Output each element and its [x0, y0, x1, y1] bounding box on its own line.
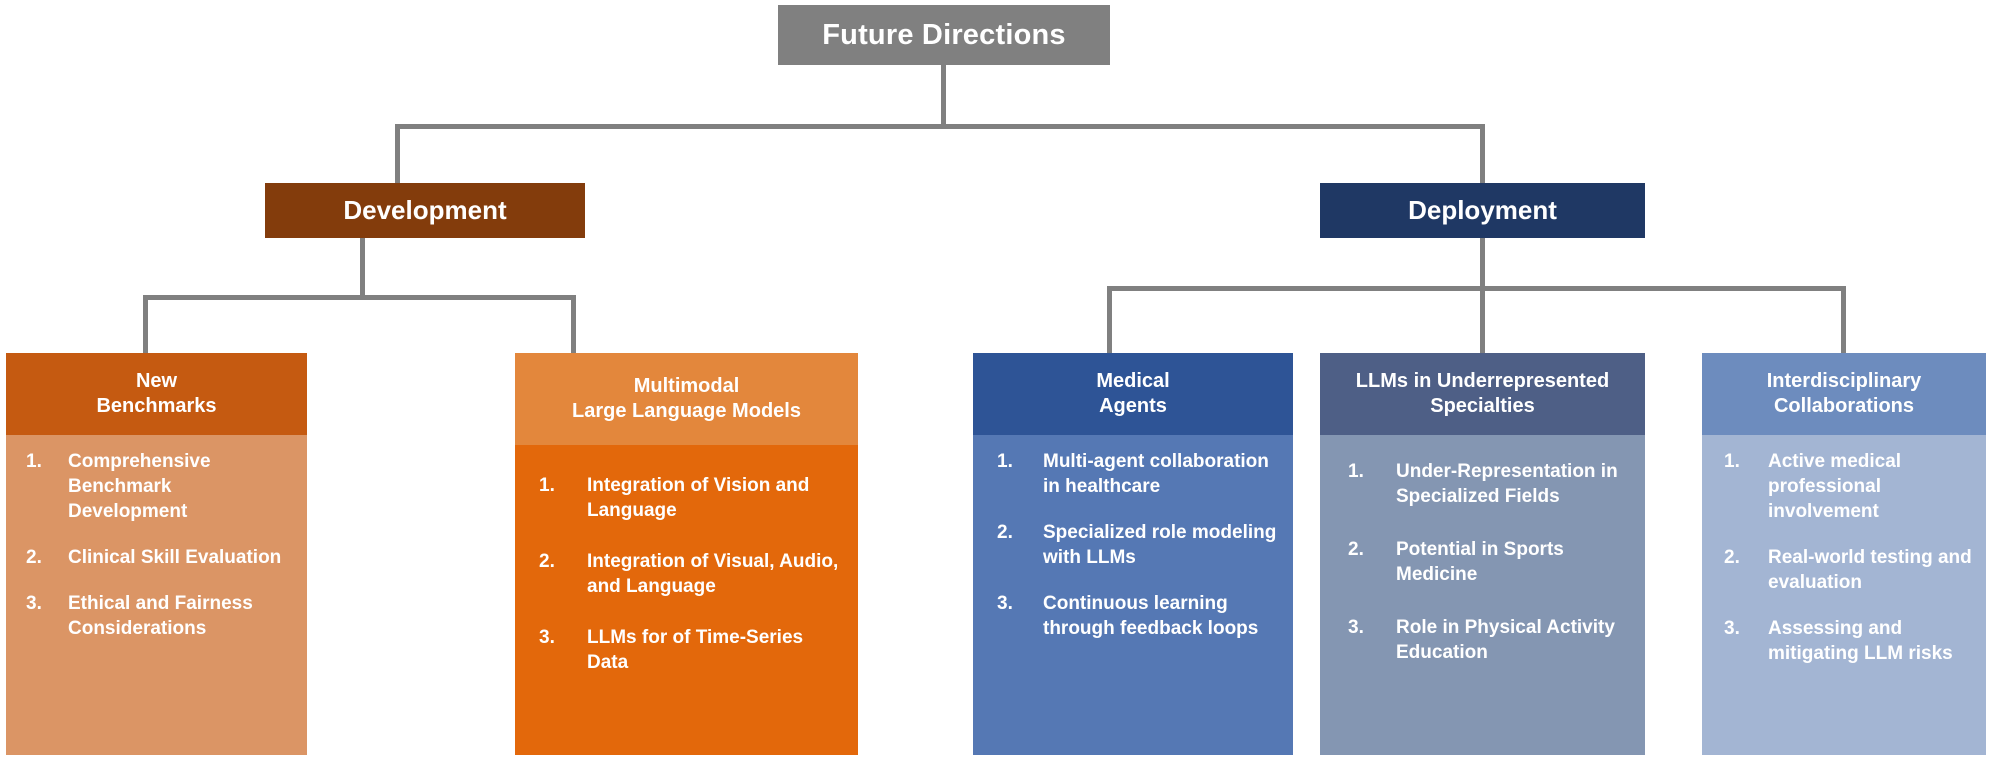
card-llms-in-underrepresented-specialties[interactable]: LLMs in Underrepresented Specialties 1. … [1320, 353, 1645, 755]
list-item[interactable]: 1. Comprehensive Benchmark Development [26, 449, 293, 524]
connector-development-bus [143, 295, 576, 300]
card-medical-agents-header: Medical Agents [973, 353, 1293, 435]
list-item-text: Integration of Visual, Audio, and Langua… [587, 551, 839, 597]
list-item-number: 2. [997, 522, 1013, 543]
branch-node-development[interactable]: Development [265, 183, 585, 238]
card-interdisciplinary-body: 1. Active medical professional involveme… [1702, 435, 1986, 755]
branch-node-deployment-label: Deployment [1408, 195, 1557, 225]
connector-drop-development [395, 124, 400, 184]
card-medical-agents[interactable]: Medical Agents 1. Multi-agent collaborat… [973, 353, 1293, 755]
card-underrepresented-title-line-1: LLMs in Underrepresented [1355, 370, 1610, 392]
list-item[interactable]: 3. Ethical and Fairness Considerations [26, 591, 293, 641]
card-new-benchmarks-list: 1. Comprehensive Benchmark Development 2… [26, 449, 293, 641]
list-item[interactable]: 2. Clinical Skill Evaluation [26, 545, 293, 570]
card-multimodal-title-line-2: Large Language Models [572, 400, 801, 422]
connector-development-stem [360, 238, 365, 298]
list-item-number: 1. [539, 475, 555, 496]
card-new-benchmarks-title-line-2: Benchmarks [96, 395, 217, 417]
card-new-benchmarks-header: New Benchmarks [6, 353, 307, 435]
list-item-text: Role in Physical Activity Education [1396, 617, 1615, 663]
root-node-future-directions[interactable]: Future Directions [778, 5, 1110, 65]
card-new-benchmarks-title-line-1: New [135, 370, 178, 392]
list-item-number: 2. [1724, 547, 1740, 568]
connector-deployment-bus [1107, 286, 1846, 291]
card-interdisciplinary-title-line-1: Interdisciplinary [1766, 370, 1922, 392]
card-multimodal-title-line-1: Multimodal [633, 375, 740, 397]
card-medical-agents-body: 1. Multi-agent collaboration in healthca… [973, 435, 1293, 755]
connector-top-bus [395, 124, 1485, 129]
card-underrepresented-header: LLMs in Underrepresented Specialties [1320, 353, 1645, 435]
list-item-number: 3. [539, 627, 555, 648]
list-item-text: Potential in Sports Medicine [1396, 539, 1564, 585]
card-multimodal-list: 1. Integration of Vision and Language 2.… [539, 473, 844, 675]
list-item-text: Comprehensive Benchmark Development [68, 451, 211, 522]
list-item-text: Active medical professional involvement [1768, 451, 1902, 522]
list-item[interactable]: 3. Continuous learning through feedback … [997, 591, 1281, 641]
list-item-number: 2. [26, 547, 42, 568]
list-item-text: Real-world testing and evaluation [1768, 547, 1972, 593]
list-item[interactable]: 1. Active medical professional involveme… [1724, 449, 1976, 524]
list-item-number: 3. [1724, 618, 1740, 639]
list-item-number: 3. [26, 593, 42, 614]
list-item-number: 3. [997, 593, 1013, 614]
connector-drop-deployment [1480, 124, 1485, 184]
card-underrepresented-list: 1. Under-Representation in Specialized F… [1348, 459, 1635, 665]
list-item-number: 3. [1348, 617, 1364, 638]
list-item-number: 1. [1724, 451, 1740, 472]
list-item[interactable]: 2. Potential in Sports Medicine [1348, 537, 1635, 587]
list-item-text: LLMs for of Time-Series Data [587, 627, 804, 673]
list-item[interactable]: 1. Integration of Vision and Language [539, 473, 844, 523]
card-new-benchmarks[interactable]: New Benchmarks 1. Comprehensive Benchmar… [6, 353, 307, 755]
card-interdisciplinary-header: Interdisciplinary Collaborations [1702, 353, 1986, 435]
card-medical-agents-list: 1. Multi-agent collaboration in healthca… [997, 449, 1281, 641]
branch-node-development-label: Development [343, 195, 507, 225]
list-item-text: Integration of Vision and Language [587, 475, 810, 521]
list-item[interactable]: 3. Assessing and mitigating LLM risks [1724, 616, 1976, 666]
list-item[interactable]: 2. Integration of Visual, Audio, and Lan… [539, 549, 844, 599]
card-medical-agents-title-line-2: Agents [1099, 395, 1167, 417]
root-node-label: Future Directions [822, 18, 1066, 51]
card-interdisciplinary-list: 1. Active medical professional involveme… [1724, 449, 1976, 666]
list-item[interactable]: 1. Multi-agent collaboration in healthca… [997, 449, 1281, 499]
list-item[interactable]: 2. Real-world testing and evaluation [1724, 545, 1976, 595]
list-item[interactable]: 3. Role in Physical Activity Education [1348, 615, 1635, 665]
list-item-text: Ethical and Fairness Considerations [68, 593, 253, 639]
list-item-text: Continuous learning through feedback loo… [1043, 593, 1259, 639]
card-underrepresented-body: 1. Under-Representation in Specialized F… [1320, 435, 1645, 755]
branch-node-deployment[interactable]: Deployment [1320, 183, 1645, 238]
card-underrepresented-title-line-2: Specialties [1430, 395, 1535, 417]
card-interdisciplinary-title-line-2: Collaborations [1773, 395, 1914, 417]
card-interdisciplinary-collaborations[interactable]: Interdisciplinary Collaborations 1. Acti… [1702, 353, 1986, 755]
card-new-benchmarks-body: 1. Comprehensive Benchmark Development 2… [6, 435, 307, 755]
list-item-text: Clinical Skill Evaluation [68, 547, 282, 568]
card-multimodal-large-language-models[interactable]: Multimodal Large Language Models 1. Inte… [515, 353, 858, 755]
connector-drop-underrepresented [1480, 286, 1485, 356]
list-item-number: 1. [997, 451, 1013, 472]
list-item[interactable]: 1. Under-Representation in Specialized F… [1348, 459, 1635, 509]
list-item-text: Assessing and mitigating LLM risks [1768, 618, 1953, 664]
connector-drop-new-benchmarks [143, 295, 148, 355]
list-item-text: Multi-agent collaboration in healthcare [1043, 451, 1269, 497]
connector-drop-medical-agents [1107, 286, 1112, 356]
list-item-number: 1. [1348, 461, 1364, 482]
card-multimodal-header: Multimodal Large Language Models [515, 353, 858, 445]
list-item[interactable]: 3. LLMs for of Time-Series Data [539, 625, 844, 675]
card-medical-agents-title-line-1: Medical [1096, 370, 1170, 392]
list-item-text: Under-Representation in Specialized Fiel… [1396, 461, 1618, 507]
connector-drop-multimodal [571, 295, 576, 355]
list-item-number: 2. [539, 551, 555, 572]
connector-drop-interdisciplinary [1841, 286, 1846, 356]
connector-root-stem [941, 65, 946, 128]
connector-deployment-stem [1480, 238, 1485, 290]
list-item-text: Specialized role modeling with LLMs [1043, 522, 1277, 568]
list-item[interactable]: 2. Specialized role modeling with LLMs [997, 520, 1281, 570]
list-item-number: 1. [26, 451, 42, 472]
card-multimodal-body: 1. Integration of Vision and Language 2.… [515, 445, 858, 755]
list-item-number: 2. [1348, 539, 1364, 560]
